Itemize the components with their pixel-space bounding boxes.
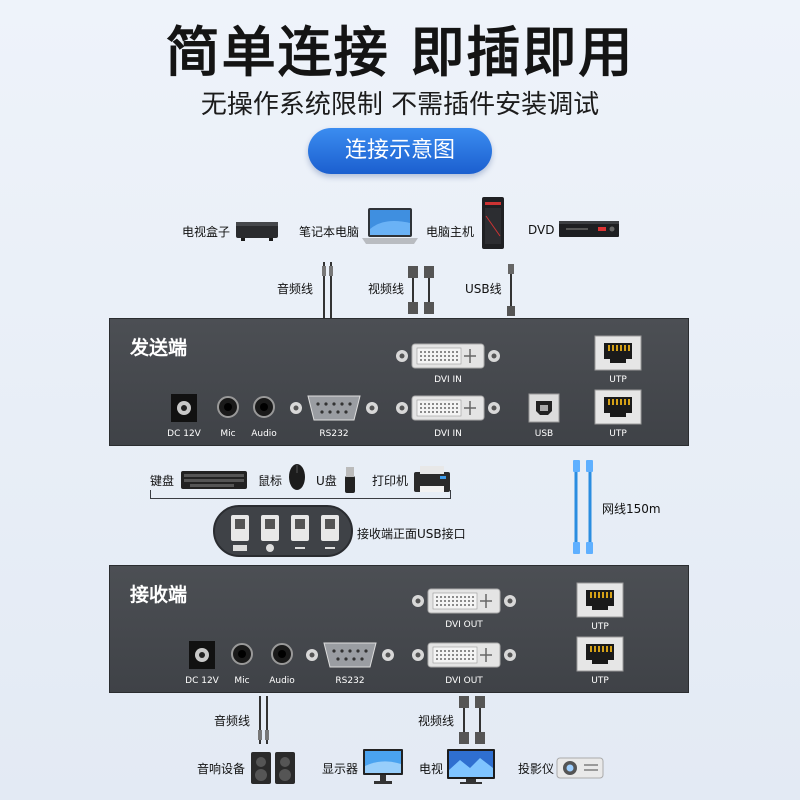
receiver-mic-jack-icon	[231, 643, 253, 665]
laptop-icon	[362, 208, 418, 244]
usb-cable-icon-top	[507, 264, 515, 316]
speaker-label: 音响设备	[197, 762, 246, 776]
udisk-label: U盘	[316, 474, 337, 488]
sender-utp-top-label: UTP	[609, 375, 627, 385]
page-title: 简单连接 即插即用	[165, 21, 635, 84]
monitor-icon	[363, 749, 403, 784]
sender-dvi-in-bottom-label: DVI IN	[434, 429, 462, 439]
monitor-label: 显示器	[322, 762, 359, 776]
laptop-label: 笔记本电脑	[299, 225, 360, 239]
sender-panel: 发送端 DC 12V Mic Audio RS232 DVI IN	[109, 318, 689, 446]
video-cable-icon-top	[408, 266, 434, 314]
sender-utp-port-top-icon	[594, 335, 642, 371]
receiver-dvi-out-port-top-icon	[412, 588, 516, 614]
peripheral-bracket-line	[150, 498, 450, 499]
dvd-player-icon	[559, 221, 619, 237]
receiver-dvi-out-bottom-label: DVI OUT	[445, 676, 483, 686]
receiver-rs232-label: RS232	[335, 676, 365, 686]
printer-label: 打印机	[372, 474, 409, 488]
front-usb-ports-icon	[231, 515, 339, 552]
peripheral-bracket-right	[450, 490, 451, 499]
projector-icon	[556, 757, 604, 779]
tv-box-label: 电视盒子	[182, 225, 231, 239]
diagram-badge: 连接示意图	[308, 128, 492, 174]
sender-mic-jack-icon	[217, 396, 239, 418]
sender-rs232-label: RS232	[319, 429, 349, 439]
receiver-rs232-port-icon	[306, 642, 394, 668]
receiver-audio-jack-icon	[271, 643, 293, 665]
receiver-utp-port-top-icon	[576, 582, 624, 618]
receiver-utp-port-bottom-icon	[576, 636, 624, 672]
receiver-dc-jack-icon	[189, 641, 215, 669]
receiver-dvi-out-port-bottom-icon	[412, 642, 516, 668]
pc-tower-icon	[482, 197, 504, 249]
mouse-icon	[289, 464, 305, 490]
pc-host-label: 电脑主机	[426, 225, 475, 239]
video-cable-label-top: 视频线	[368, 282, 405, 296]
tv-box-icon	[236, 222, 278, 241]
receiver-panel: 接收端 DC 12V Mic Audio RS232 DVI OUT	[109, 565, 689, 693]
usb-drive-icon	[345, 467, 355, 493]
audio-cable-label-top: 音频线	[277, 282, 314, 296]
keyboard-icon	[181, 471, 247, 489]
network-cable-label: 网线150m	[602, 502, 661, 516]
sender-audio-label: Audio	[251, 429, 277, 439]
video-cable-icon-bottom	[459, 696, 485, 744]
mouse-label: 鼠标	[258, 474, 283, 488]
speaker-icon	[251, 752, 295, 784]
receiver-title: 接收端	[130, 584, 188, 606]
printer-icon	[414, 466, 450, 492]
network-cable-icon	[573, 460, 593, 554]
receiver-dvi-out-top-label: DVI OUT	[445, 620, 483, 630]
sender-utp-bottom-label: UTP	[609, 429, 627, 439]
sender-usb-label: USB	[534, 429, 554, 439]
sender-mic-label: Mic	[220, 429, 236, 439]
sender-rs232-port-icon	[290, 395, 378, 421]
receiver-utp-top-label: UTP	[591, 622, 609, 632]
dvd-label: DVD	[528, 223, 555, 237]
sender-dc-jack-icon	[171, 394, 197, 422]
front-usb-note: 接收端正面USB接口	[357, 527, 466, 541]
receiver-mic-label: Mic	[234, 676, 250, 686]
projector-label: 投影仪	[518, 762, 555, 776]
receiver-utp-bottom-label: UTP	[591, 676, 609, 686]
sender-title: 发送端	[130, 337, 188, 359]
sender-dc-label: DC 12V	[167, 429, 201, 439]
sender-dvi-in-port-bottom-icon	[396, 395, 500, 421]
receiver-front-usb-panel	[213, 505, 353, 557]
usb-cable-label-top: USB线	[465, 282, 502, 296]
tv-icon	[447, 749, 495, 784]
peripheral-bracket-left	[150, 490, 151, 499]
audio-cable-icon-top	[322, 262, 333, 318]
sender-dvi-in-port-top-icon	[396, 343, 500, 369]
audio-cable-icon-bottom	[258, 696, 269, 744]
sender-dvi-in-top-label: DVI IN	[434, 375, 462, 385]
audio-cable-label-bottom: 音频线	[214, 714, 251, 728]
sender-usb-b-port-icon	[528, 393, 560, 423]
sender-audio-jack-icon	[253, 396, 275, 418]
receiver-dc-label: DC 12V	[185, 676, 219, 686]
keyboard-label: 键盘	[150, 474, 175, 488]
video-cable-label-bottom: 视频线	[418, 714, 455, 728]
receiver-audio-label: Audio	[269, 676, 295, 686]
tv-label: 电视	[419, 762, 444, 776]
sender-utp-port-bottom-icon	[594, 389, 642, 425]
page-subtitle: 无操作系统限制 不需插件安装调试	[200, 90, 600, 120]
